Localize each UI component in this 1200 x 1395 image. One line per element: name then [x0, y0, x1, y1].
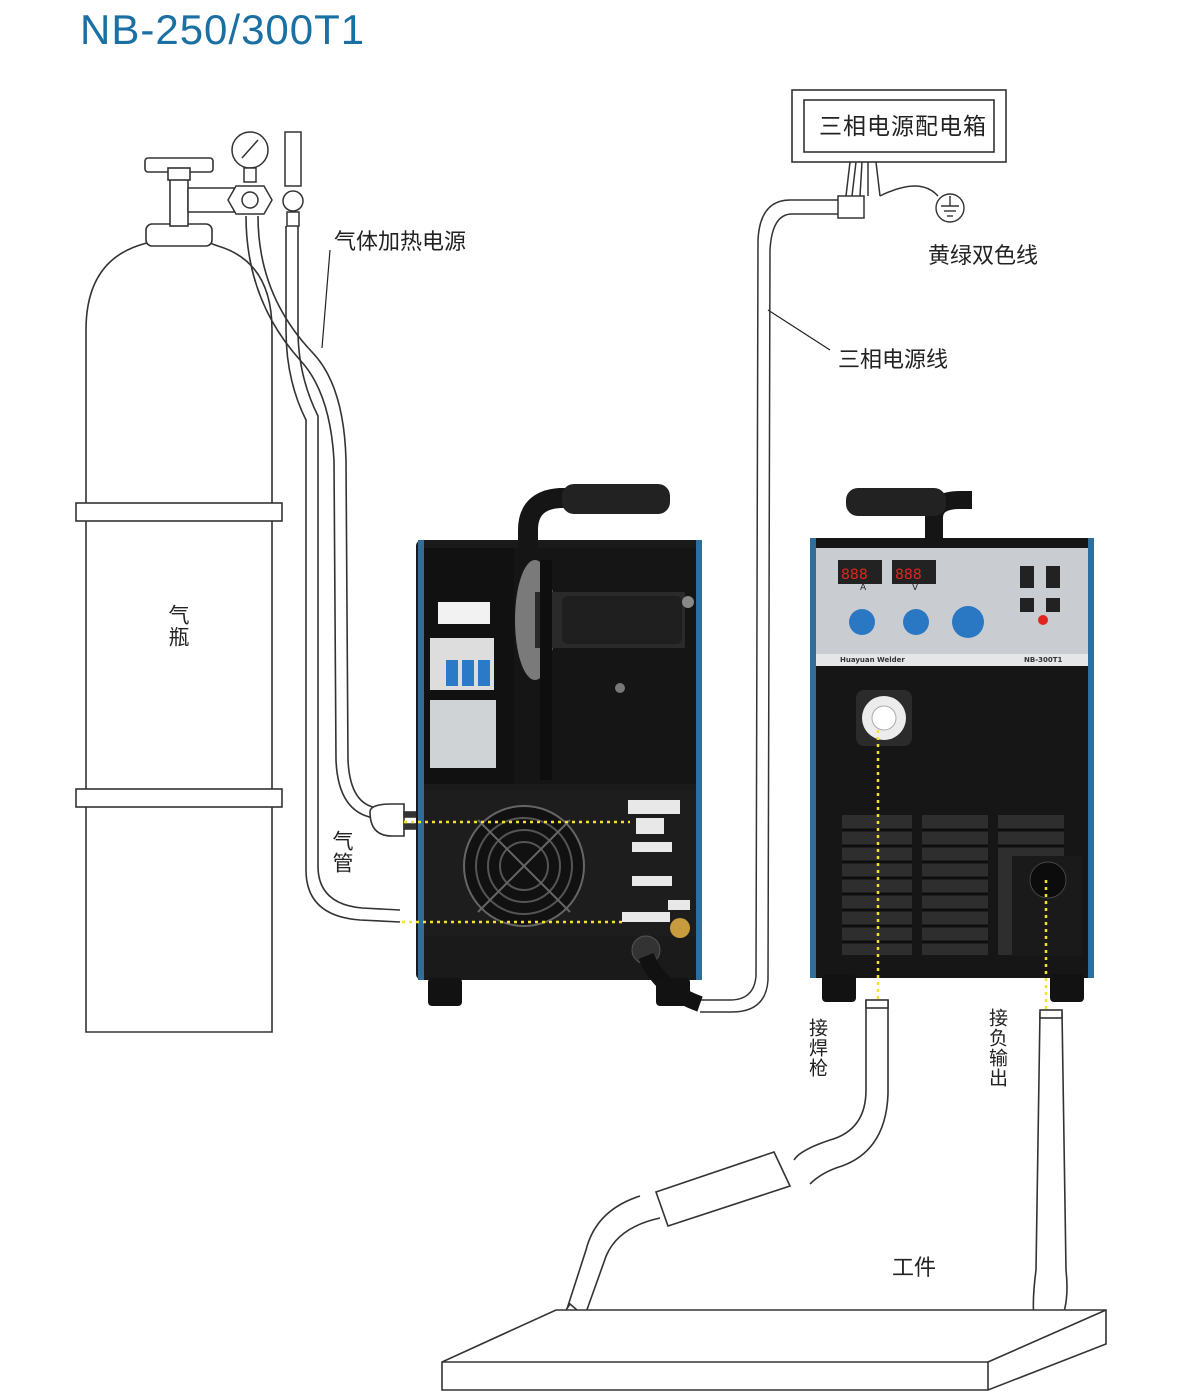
ground-cable	[1023, 1009, 1068, 1340]
ammeter-unit: A	[860, 583, 867, 593]
leader-gas-heater	[321, 249, 331, 349]
brand-label: Huayuan Welder	[840, 656, 905, 664]
workpiece-label: 工件	[892, 1256, 937, 1281]
model-label: NB-300T1	[1024, 656, 1062, 664]
ground-icon	[935, 193, 965, 223]
welding-torch	[554, 1151, 792, 1333]
negative-output-label: 接负输出	[986, 1008, 1008, 1088]
voltmeter-unit: V	[912, 583, 919, 593]
welder-front-view	[810, 488, 1094, 1002]
torch-connection-label: 接焊枪	[806, 1018, 828, 1078]
ground-wire-label: 黄绿双色线	[928, 244, 1039, 269]
workpiece-plate	[441, 1309, 1107, 1391]
gas-cylinder	[75, 157, 283, 1033]
gas-hose	[245, 215, 401, 923]
leader-lines	[321, 249, 831, 351]
leader-three-phase	[767, 309, 831, 351]
heater-plug	[369, 803, 419, 837]
three-phase-cable	[700, 161, 939, 1013]
page-title: NB-250/300T1	[80, 6, 366, 53]
voltmeter-display: 888	[895, 567, 922, 583]
torch-cable	[793, 999, 889, 1185]
three-phase-cable-label: 三相电源线	[838, 348, 949, 373]
gas-cylinder-label: 气瓶	[166, 604, 190, 648]
ammeter-display: 888	[841, 567, 868, 583]
gas-heater-power-label: 气体加热电源	[334, 230, 467, 255]
power-box-label: 三相电源配电箱	[819, 114, 987, 140]
welder-rear-view	[416, 484, 703, 1012]
power-distribution-box	[791, 89, 1007, 163]
gas-regulator	[187, 131, 304, 227]
dotted-connection-lines	[402, 730, 1048, 1010]
gas-hose-label: 气管	[330, 830, 354, 874]
